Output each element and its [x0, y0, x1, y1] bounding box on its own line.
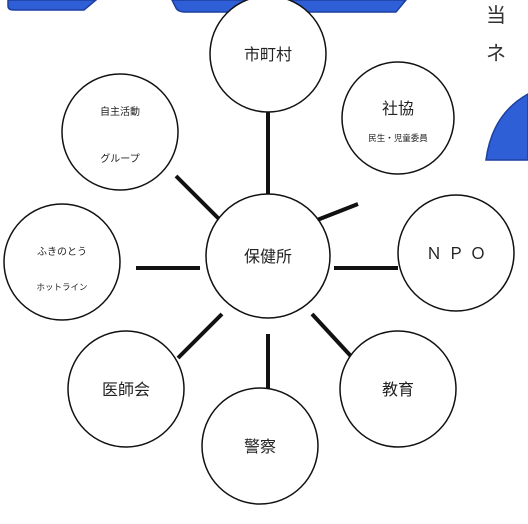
node-fukinotou: ふきのとう ホットライン [3, 203, 121, 321]
node-label: 警察 [244, 437, 276, 456]
node-label: 教育 [382, 380, 414, 399]
cut-text-line1: 当 [486, 3, 506, 27]
node-shichoson: 市町村 [209, 0, 327, 113]
node-label: ふきのとう [37, 246, 87, 258]
top-left-blue-shape [7, 0, 98, 11]
node-circle [397, 194, 515, 312]
node-shakyo: 社協 民生・児童委員 [341, 61, 455, 175]
node-label: 自主活動 [100, 105, 140, 118]
node-npo: ＮＰＯ [397, 194, 515, 312]
node-label: 医師会 [102, 380, 150, 399]
node-circle [201, 387, 319, 505]
node-label: ＮＰＯ [426, 244, 492, 263]
hub-circle [205, 193, 331, 319]
node-circle [339, 330, 457, 448]
spoke-jishu [174, 174, 224, 224]
node-label: 市町村 [244, 45, 292, 64]
hub-label: 保健所 [244, 247, 292, 266]
node-circle [3, 203, 121, 321]
node-sublabel: ホットライン [36, 283, 87, 293]
node-circle [61, 73, 179, 191]
node-keisatsu: 警察 [201, 387, 319, 505]
node-sublabel: 民生・児童委員 [368, 133, 428, 144]
spoke-ishikai [176, 312, 224, 360]
cut-text-line2: ネ [486, 41, 506, 65]
hub-node: 保健所 [205, 193, 331, 319]
node-circle [209, 0, 327, 113]
node-sublabel: グループ [100, 152, 139, 165]
node-circle [341, 61, 455, 175]
node-circle [67, 330, 185, 448]
node-label: 社協 [382, 99, 414, 118]
right-blue-shape [485, 93, 528, 161]
node-ishikai: 医師会 [67, 330, 185, 448]
spoke-shakyo [311, 202, 359, 224]
node-kyoiku: 教育 [339, 330, 457, 448]
node-jishu: 自主活動 グループ [61, 73, 179, 191]
